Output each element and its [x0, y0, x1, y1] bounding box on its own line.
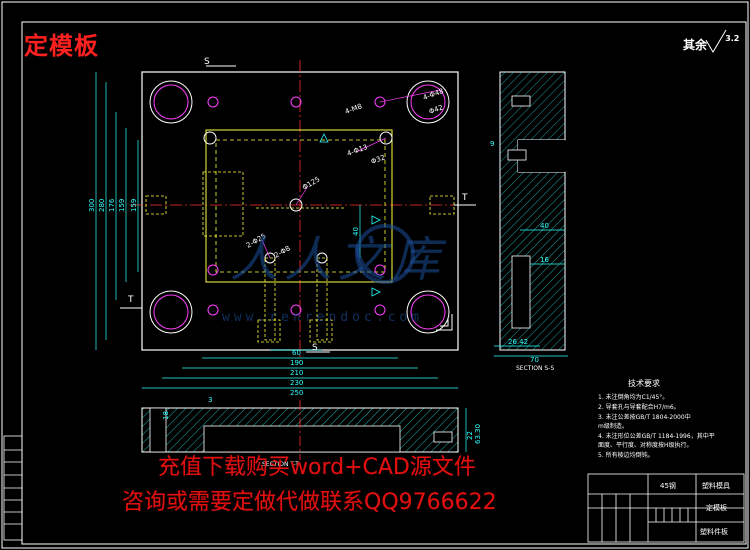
dim-d6330: 63.30 [474, 424, 482, 444]
bottom-section-caption: SECTION T-T [262, 461, 299, 468]
titleblock-dept: 塑料件板 [700, 527, 728, 536]
dim-d16: 16 [540, 256, 549, 264]
dim-w250: 250 [290, 389, 303, 397]
callout-m8: 4-M8 [344, 102, 363, 115]
section-label-s-top: S [204, 57, 210, 67]
dim-d70: 70 [530, 356, 539, 364]
callout-32: Φ32 [370, 153, 386, 165]
dim-d40b: 40 [540, 222, 549, 230]
guide-hole-bl [149, 290, 193, 334]
dim-d40: 40 [352, 227, 360, 236]
tech-note: 5. 所有棱边均倒钝。 [598, 452, 654, 459]
dim-d18: 18 [162, 411, 170, 420]
sheet-border-inner [21, 21, 747, 545]
title-block [587, 473, 745, 543]
dim-h176: 176 [108, 198, 116, 212]
titleblock-partname: 定模板 [706, 503, 727, 512]
section-label-s-bottom: S [312, 343, 318, 353]
dim-d2634: 26.42 [508, 338, 528, 346]
callout-48: 4-Φ48 [422, 87, 445, 102]
dim-w230: 230 [290, 379, 303, 387]
dim-d22: 22 [466, 431, 474, 440]
side-section-view [494, 71, 568, 357]
callout-13: 4-Φ13 [346, 143, 369, 158]
dim-h159b: 159 [130, 199, 138, 212]
tech-note: 2. 导套孔与导套配合H7/m6。 [598, 404, 680, 411]
dim-h159: 159 [118, 199, 126, 212]
guide-hole-tl [149, 80, 193, 124]
dim-h300: 300 [88, 199, 96, 212]
titleblock-material: 45钢 [660, 481, 676, 490]
tech-note: 3. 未注公差按GB/T 1804-2000中 [598, 414, 691, 421]
dim-w190: 190 [290, 359, 303, 367]
dim-w60: 60 [292, 349, 301, 357]
roughness-label: 其余 3.2 [683, 34, 739, 53]
tech-note: 4. 未注形位公差GB/T 1184-1996，其中平 [598, 433, 715, 440]
side-section-caption: SECTION S-S [516, 365, 554, 372]
guide-hole-tr [406, 80, 450, 124]
watermark-url: www.renrendoc.com [222, 310, 424, 325]
callout-42: Φ42 [428, 103, 444, 115]
watermark-text: 人人文库 [230, 232, 447, 288]
roughness-text: 其余 [683, 38, 708, 52]
promo-line-2: 咨询或需要定做代做联系QQ9766622 [122, 490, 497, 515]
tech-note: 面度、平行度、对称度按H级执行。 [598, 442, 693, 449]
left-strip [3, 435, 23, 541]
guide-hole-br [406, 290, 450, 334]
tech-note: m级制造。 [598, 423, 628, 430]
titleblock-school: 塑料模具 [702, 481, 730, 490]
promo-line-1: 充值下载购买word+CAD源文件 [158, 455, 476, 480]
section-label-t-left: T [127, 295, 134, 305]
dim-w210: 210 [290, 369, 303, 377]
dim-h280: 280 [98, 199, 106, 212]
tech-notes-title: 技术要求 [628, 379, 660, 388]
watermark-logo [355, 224, 415, 284]
bottom-section-view [141, 400, 467, 460]
drawing-title: 定模板 [24, 32, 99, 60]
roughness-value: 3.2 [725, 34, 740, 43]
dim-d3: 3 [208, 396, 212, 404]
roughness-symbol [705, 29, 727, 53]
dim-d9: 9 [490, 140, 494, 148]
callout-125: Φ125 [301, 175, 321, 191]
tech-note: 1. 未注倒角均为C1/45°。 [598, 394, 669, 401]
main-view [95, 60, 476, 389]
section-label-t-right: T [461, 193, 468, 203]
